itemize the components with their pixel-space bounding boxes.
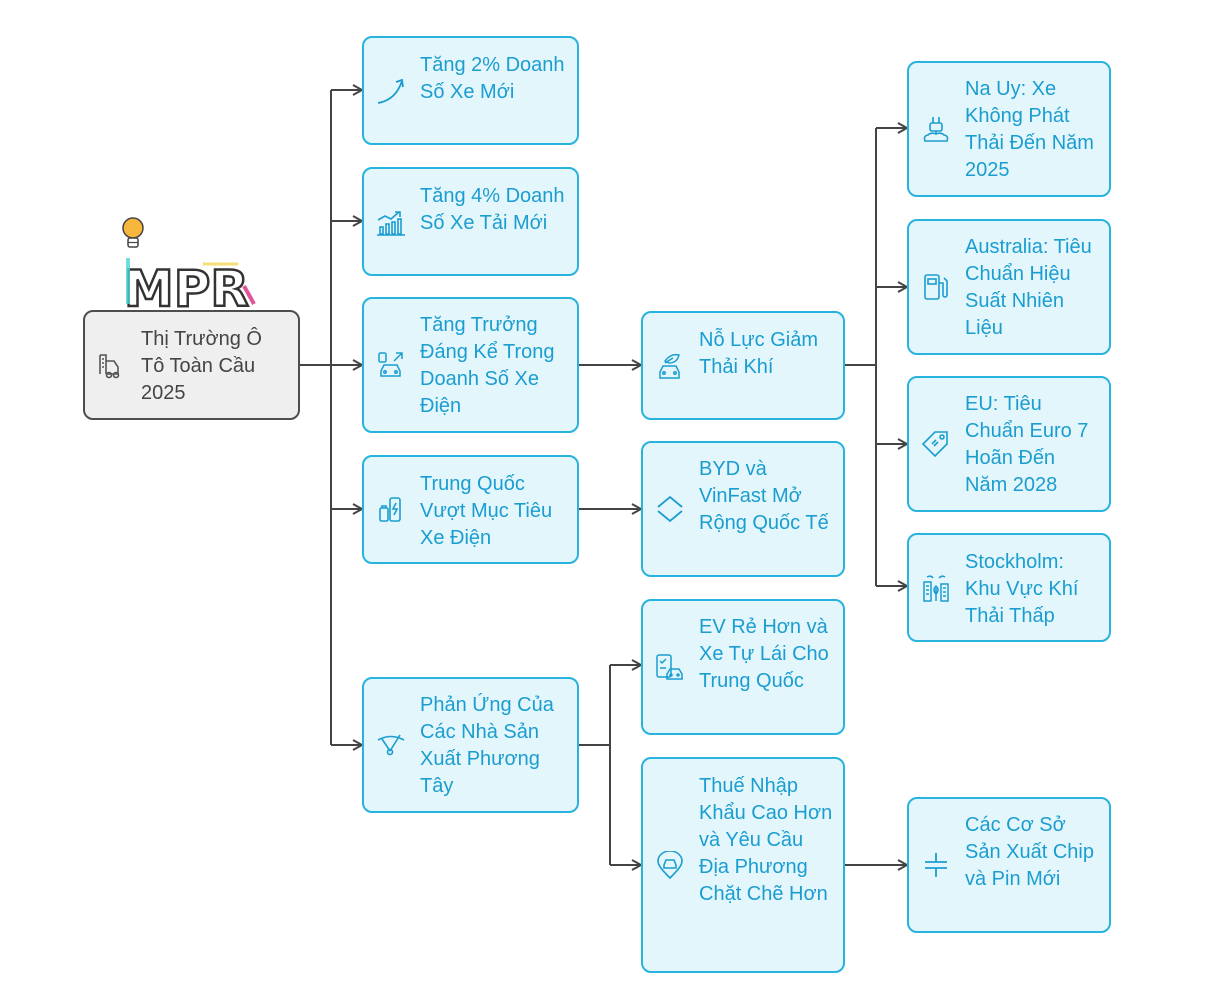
electric-car-icon bbox=[378, 352, 403, 377]
node-label: Tăng 2% Doanh Số Xe Mới bbox=[420, 54, 565, 103]
node-label: Tăng 4% Doanh Số Xe Tải Mới bbox=[420, 185, 565, 234]
logo-text: MPR bbox=[124, 260, 249, 314]
node-label: Tăng Trưởng Đáng Kể Trong Doanh Số Xe Đi… bbox=[420, 314, 555, 417]
root-node[interactable]: Thị Trường Ô Tô Toàn Cầu 2025 bbox=[83, 310, 300, 420]
node-emissions[interactable]: Nỗ Lực Giảm Thải Khí bbox=[641, 311, 845, 420]
mpr-logo: MPR bbox=[122, 217, 256, 314]
bar-chart-icon bbox=[377, 210, 405, 236]
node-label: Nỗ Lực Giảm Thải Khí bbox=[699, 329, 818, 378]
fuel-pump-icon bbox=[924, 274, 948, 300]
checklist-car-icon bbox=[656, 654, 683, 680]
location-car-icon bbox=[657, 851, 683, 879]
node-western[interactable]: Phản Ứng Của Các Nhà Sản Xuất Phương Tây bbox=[362, 677, 579, 813]
node-chips[interactable]: Các Cơ Sở Sản Xuất Chip và Pin Mới bbox=[907, 797, 1111, 933]
node-label: EV Rẻ Hơn và Xe Tự Lái Cho Trung Quốc bbox=[699, 616, 829, 692]
node-label: Trung Quốc Vượt Mục Tiêu Xe Điện bbox=[420, 473, 553, 549]
city-icon bbox=[923, 574, 949, 602]
battery-charging-icon bbox=[379, 496, 401, 522]
node-label: BYD và VinFast Mở Rộng Quốc Tế bbox=[699, 458, 829, 534]
node-label: Australia: Tiêu Chuẩn Hiệu Suất Nhiên Li… bbox=[965, 236, 1092, 339]
node-china[interactable]: Trung Quốc Vượt Mục Tiêu Xe Điện bbox=[362, 455, 579, 564]
eco-car-icon bbox=[659, 353, 680, 379]
root-label: Thị Trường Ô Tô Toàn Cầu 2025 bbox=[141, 328, 262, 404]
expand-chevrons-icon bbox=[657, 495, 683, 523]
node-label: Thuế Nhập Khẩu Cao Hơn và Yêu Cầu Địa Ph… bbox=[699, 775, 833, 905]
node-label: EU: Tiêu Chuẩn Euro 7 Hoãn Đến Năm 2028 bbox=[965, 393, 1089, 496]
node-trucks[interactable]: Tăng 4% Doanh Số Xe Tải Mới bbox=[362, 167, 579, 276]
truck-icon bbox=[99, 354, 120, 379]
node-label: Các Cơ Sở Sản Xuất Chip và Pin Mới bbox=[965, 814, 1094, 890]
node-label: Phản Ứng Của Các Nhà Sản Xuất Phương Tây bbox=[420, 694, 554, 797]
node-eu[interactable]: EU: Tiêu Chuẩn Euro 7 Hoãn Đến Năm 2028 bbox=[907, 376, 1111, 512]
plug-icon bbox=[923, 117, 949, 142]
lightbulb-icon bbox=[122, 217, 144, 248]
node-norway[interactable]: Na Uy: Xe Không Phát Thải Đến Năm 2025 bbox=[907, 61, 1111, 197]
node-cheap-ev[interactable]: EV Rẻ Hơn và Xe Tự Lái Cho Trung Quốc bbox=[641, 599, 845, 735]
node-sales-new[interactable]: Tăng 2% Doanh Số Xe Mới bbox=[362, 36, 579, 145]
node-stockholm[interactable]: Stockholm: Khu Vực Khí Thải Thấp bbox=[907, 533, 1111, 642]
tag-icon bbox=[921, 431, 948, 458]
trend-up-icon bbox=[377, 78, 404, 104]
node-label: Stockholm: Khu Vực Khí Thải Thấp bbox=[965, 551, 1079, 627]
node-ev-growth[interactable]: Tăng Trưởng Đáng Kể Trong Doanh Số Xe Đi… bbox=[362, 297, 579, 433]
node-byd[interactable]: BYD và VinFast Mở Rộng Quốc Tế bbox=[641, 441, 845, 577]
node-tariffs[interactable]: Thuế Nhập Khẩu Cao Hơn và Yêu Cầu Địa Ph… bbox=[641, 757, 845, 973]
wiper-icon bbox=[377, 734, 405, 756]
node-label: Na Uy: Xe Không Phát Thải Đến Năm 2025 bbox=[965, 78, 1094, 181]
capacitor-icon bbox=[925, 853, 947, 877]
node-australia[interactable]: Australia: Tiêu Chuẩn Hiệu Suất Nhiên Li… bbox=[907, 219, 1111, 355]
